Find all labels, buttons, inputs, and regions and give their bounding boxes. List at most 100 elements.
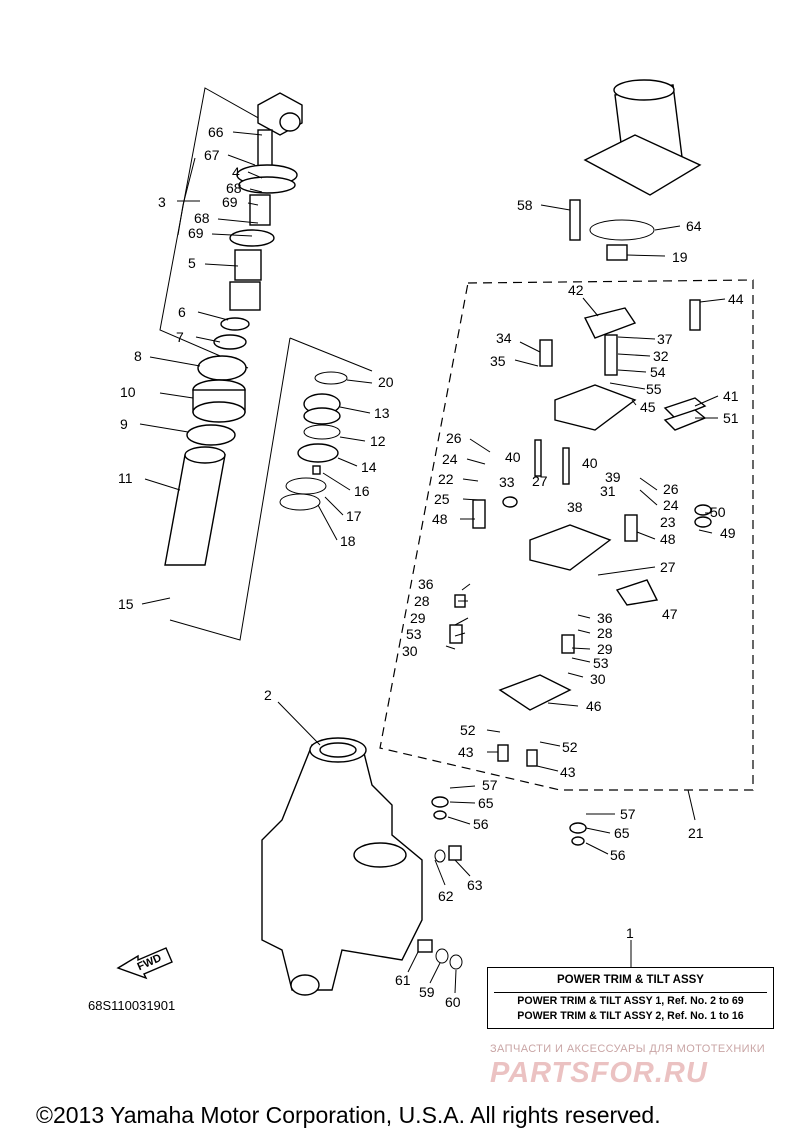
callout: 60 (445, 994, 461, 1010)
callout: 3 (158, 194, 166, 210)
copyright-notice: ©2013 Yamaha Motor Corporation, U.S.A. A… (36, 1102, 661, 1128)
callout: 17 (346, 508, 362, 524)
callout: 44 (728, 291, 744, 307)
drawing-number: 68S110031901 (88, 998, 176, 1013)
callout: 29 (410, 610, 426, 626)
callout: 53 (406, 626, 422, 642)
callout-numbers: 66 67 4 68 69 3 68 69 5 6 7 8 10 9 11 15… (118, 124, 744, 1010)
callout: 64 (686, 218, 702, 234)
piston-seal-parts (279, 371, 348, 511)
callout: 52 (460, 722, 476, 738)
callout: 55 (646, 381, 662, 397)
callout: 65 (614, 825, 630, 841)
leader-lines (139, 131, 726, 994)
callout: 18 (340, 533, 356, 549)
callout: 31 (600, 483, 616, 499)
callout: 69 (188, 225, 204, 241)
fwd-arrow: FWD (116, 947, 173, 980)
callout: 65 (478, 795, 494, 811)
callout: 23 (660, 514, 676, 530)
callout: 48 (660, 531, 676, 547)
callout: 20 (378, 374, 394, 390)
callout: 28 (414, 593, 430, 609)
callout: 52 (562, 739, 578, 755)
callout: 36 (418, 576, 434, 592)
callout: 21 (688, 825, 704, 841)
callout: 50 (710, 504, 726, 520)
watermark-logo: PARTSFOR.RU (490, 1057, 708, 1089)
callout: 68 (194, 210, 210, 226)
assembly-21-boundary (379, 279, 754, 791)
assembly-title: POWER TRIM & TILT ASSY (557, 974, 704, 986)
callout: 15 (118, 596, 134, 612)
callout: 53 (593, 655, 609, 671)
callout: 61 (395, 972, 411, 988)
callout: 67 (204, 147, 220, 163)
watermark-tagline: ЗАПЧАСТИ И АКСЕССУАРЫ ДЛЯ МОТОТЕХНИКИ (490, 1043, 766, 1055)
callout: 19 (672, 249, 688, 265)
callout: 43 (560, 764, 576, 780)
bracket-lines (159, 87, 373, 641)
callout: 45 (640, 399, 656, 415)
callout: 11 (118, 470, 133, 486)
callout: 68 (226, 180, 242, 196)
callout: 47 (662, 606, 678, 622)
callout: 69 (222, 194, 238, 210)
callout: 39 (605, 469, 621, 485)
callout: 24 (442, 451, 458, 467)
callout: 58 (517, 197, 533, 213)
callout: 34 (496, 330, 512, 346)
assembly-line-1: POWER TRIM & TILT ASSY 1, Ref. No. 2 to … (517, 995, 744, 1007)
callout: 41 (723, 388, 739, 404)
callout: 38 (567, 499, 583, 515)
callout: 22 (438, 471, 454, 487)
callout: 37 (657, 331, 673, 347)
housing-fittings (417, 845, 463, 970)
callout: 35 (490, 353, 506, 369)
callout: 27 (532, 473, 548, 489)
callout: 40 (582, 455, 598, 471)
callout: 9 (120, 416, 128, 432)
callout: 32 (653, 348, 669, 364)
callout: 25 (434, 491, 450, 507)
assembly-divider (494, 992, 767, 993)
callout: 16 (354, 483, 370, 499)
callout: 7 (176, 329, 184, 345)
callout: 63 (467, 877, 483, 893)
callout: 8 (134, 348, 142, 364)
callout: 54 (650, 364, 666, 380)
assembly-reference-box: POWER TRIM & TILT ASSY POWER TRIM & TILT… (487, 967, 774, 1029)
cylinder-rod-assembly (164, 92, 303, 566)
callout: 1 (626, 925, 634, 941)
callout: 26 (446, 430, 462, 446)
motor (569, 79, 702, 261)
callout: 42 (568, 282, 584, 298)
callout: 27 (660, 559, 676, 575)
callout: 4 (232, 164, 240, 180)
callout: 57 (620, 806, 636, 822)
housing (261, 737, 423, 996)
callout: 12 (370, 433, 386, 449)
callout: 49 (720, 525, 736, 541)
pump-components (431, 299, 712, 846)
callout: 5 (188, 255, 196, 271)
callout: 36 (597, 610, 613, 626)
callout: 2 (264, 687, 272, 703)
callout: 51 (723, 410, 739, 426)
callout: 48 (432, 511, 448, 527)
callout: 59 (419, 984, 435, 1000)
callout: 30 (590, 671, 606, 687)
callout: 14 (361, 459, 377, 475)
callout: 62 (438, 888, 454, 904)
callout: 6 (178, 304, 186, 320)
callout: 33 (499, 474, 515, 490)
callout: 10 (120, 384, 136, 400)
callout: 40 (505, 449, 521, 465)
callout: 56 (473, 816, 489, 832)
callout: 57 (482, 777, 498, 793)
callout: 13 (374, 405, 390, 421)
callout: 28 (597, 625, 613, 641)
callout: 30 (402, 643, 418, 659)
callout: 46 (586, 698, 602, 714)
